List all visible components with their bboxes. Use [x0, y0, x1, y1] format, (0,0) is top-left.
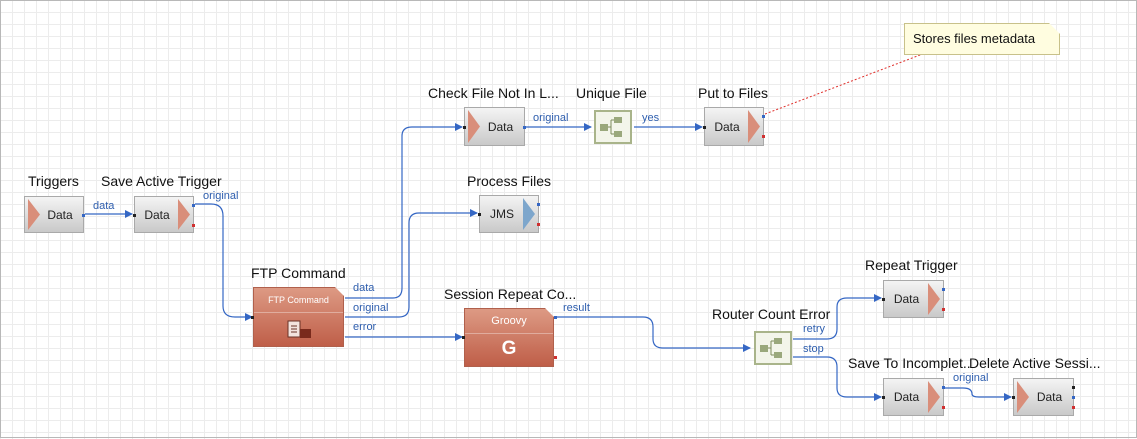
- session-output-pin: [554, 316, 557, 319]
- session-repeat-title: Session Repeat Co...: [444, 286, 577, 302]
- jms-arrow-icon: [523, 198, 535, 230]
- error-pin: [942, 308, 945, 311]
- input-pin: [703, 126, 706, 129]
- port-original-label: original: [203, 190, 239, 202]
- delete-active-node[interactable]: Data: [1012, 378, 1075, 416]
- put-to-files-node[interactable]: Data: [703, 107, 765, 146]
- ftp-command-type: FTP Command: [254, 288, 343, 313]
- process-files-type: JMS: [490, 207, 514, 221]
- router-count-error-router[interactable]: [754, 331, 792, 365]
- wire-ftp-original-to-process: [345, 209, 478, 318]
- output-pin-2: [1072, 396, 1075, 399]
- note-link: [764, 46, 942, 115]
- wire-save-incomplete-to-delete: [945, 387, 1012, 401]
- port-ftp-error-label: error: [353, 321, 377, 333]
- wire-save-to-ftp: [195, 203, 253, 321]
- error-pin: [192, 224, 195, 227]
- ftp-command-title: FTP Command: [251, 265, 346, 281]
- input-pin: [133, 214, 136, 217]
- save-active-trigger-type: Data: [144, 207, 170, 222]
- router-icon: [760, 338, 782, 358]
- check-file-node[interactable]: Data: [463, 107, 526, 146]
- repeat-trigger-type: Data: [893, 292, 920, 306]
- unique-file-title: Unique File: [576, 85, 647, 101]
- sink-arrow-icon: [748, 110, 760, 143]
- triggers-node[interactable]: Data: [24, 196, 85, 233]
- session-repeat-type: Groovy: [465, 309, 553, 334]
- delete-active-title: Delete Active Sessi...: [969, 355, 1101, 371]
- unique-file-router[interactable]: [594, 110, 632, 144]
- port-unique-yes-label: yes: [642, 112, 660, 124]
- error-pin: [537, 223, 540, 226]
- save-incomplete-node[interactable]: Data: [882, 378, 945, 416]
- port-session-result-label: result: [563, 302, 590, 314]
- input-pin: [478, 213, 481, 216]
- port-router-stop-label: stop: [803, 343, 824, 355]
- put-to-files-title: Put to Files: [698, 85, 769, 101]
- wire-router-retry-to-repeat: [793, 294, 882, 340]
- ftp-folder-icon: [287, 320, 313, 340]
- check-file-title: Check File Not In L...: [428, 85, 559, 101]
- input-pin: [882, 298, 885, 301]
- save-active-trigger-node[interactable]: Data: [133, 196, 195, 233]
- output-pin: [82, 214, 85, 217]
- delete-active-type: Data: [1036, 390, 1063, 404]
- output-pin: [942, 386, 945, 389]
- save-incomplete-type: Data: [893, 390, 920, 404]
- port-data-label: data: [93, 200, 115, 212]
- session-error-pin: [554, 356, 557, 359]
- repeat-trigger-title: Repeat Trigger: [865, 257, 958, 273]
- port-check-original-label: original: [533, 112, 569, 124]
- router-count-error-title: Router Count Error: [712, 306, 831, 322]
- input-pin: [463, 126, 466, 129]
- sink-arrow-icon: [928, 283, 940, 315]
- port-ftp-data-label: data: [353, 282, 375, 294]
- router-icon: [600, 117, 622, 137]
- session-repeat-node[interactable]: Groovy G: [464, 308, 554, 367]
- groovy-g-icon: G: [501, 338, 517, 359]
- output-pin: [942, 288, 945, 291]
- check-file-type: Data: [487, 119, 514, 134]
- repeat-trigger-node[interactable]: Data: [882, 280, 945, 318]
- triggers-title: Triggers: [28, 173, 79, 189]
- error-pin: [942, 406, 945, 409]
- input-pin: [882, 396, 885, 399]
- save-active-trigger-title: Save Active Trigger: [101, 173, 222, 189]
- session-input-pin: [462, 336, 465, 339]
- port-original-2-label: original: [953, 372, 989, 384]
- save-incomplete-title: Save To Incomplet..: [848, 355, 971, 371]
- put-to-files-type: Data: [714, 119, 740, 134]
- comment-note[interactable]: Stores files metadata: [904, 23, 1060, 55]
- wire-session-to-router: [555, 316, 751, 352]
- sink-arrow-icon: [928, 381, 940, 413]
- output-pin: [523, 126, 526, 129]
- note-text: Stores files metadata: [913, 31, 1036, 46]
- output-pin: [537, 203, 540, 206]
- port-ftp-original-label: original: [353, 302, 389, 314]
- error-pin: [762, 135, 765, 138]
- port-router-retry-label: retry: [803, 323, 825, 335]
- wire-ftp-data-to-check: [345, 123, 463, 299]
- sink-arrow-icon: [178, 199, 190, 230]
- output-pin: [1072, 386, 1075, 389]
- input-pin: [1012, 396, 1015, 399]
- output-pin: [192, 204, 195, 207]
- ftp-command-node[interactable]: FTP Command: [253, 287, 344, 347]
- triggers-type: Data: [47, 207, 73, 222]
- process-files-title: Process Files: [467, 173, 552, 189]
- error-pin: [1072, 406, 1075, 409]
- ftp-input-pin: [251, 316, 254, 319]
- process-files-node[interactable]: JMS: [478, 195, 540, 233]
- output-pin: [762, 115, 765, 118]
- wire-router-stop-to-save-incomplete: [793, 356, 882, 401]
